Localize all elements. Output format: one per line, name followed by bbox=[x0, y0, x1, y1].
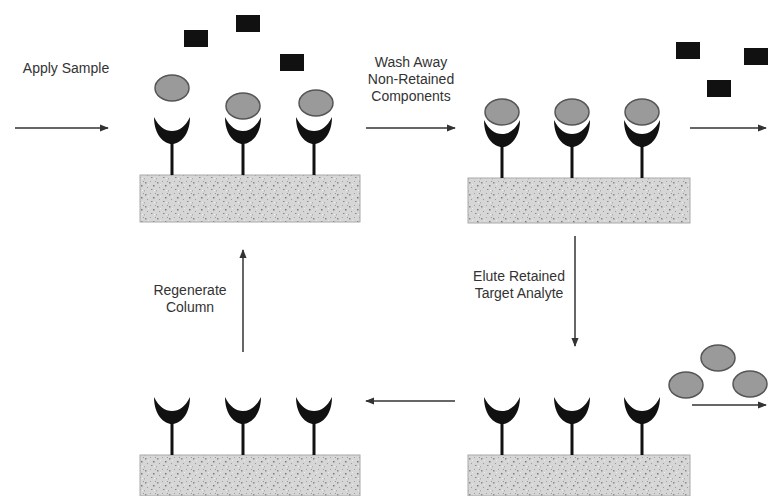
ligand bbox=[225, 397, 261, 455]
target-analyte bbox=[625, 99, 659, 125]
ligand bbox=[554, 397, 590, 455]
target-analyte bbox=[669, 372, 703, 398]
ligand bbox=[225, 117, 261, 175]
step-label: Regenerate Column bbox=[145, 282, 235, 316]
target-analyte bbox=[701, 345, 735, 371]
support-panel-1 bbox=[140, 15, 360, 222]
target-analyte bbox=[733, 371, 767, 397]
process-arrow bbox=[15, 127, 108, 129]
step-label: Apply Sample bbox=[21, 60, 111, 77]
target-analyte bbox=[555, 99, 589, 125]
contaminant bbox=[236, 15, 260, 32]
ligand bbox=[154, 117, 190, 175]
support-matrix bbox=[468, 455, 690, 496]
ligand bbox=[154, 397, 190, 455]
contaminant bbox=[280, 54, 304, 71]
ligand bbox=[624, 120, 660, 178]
ligand bbox=[296, 397, 332, 455]
process-arrow bbox=[366, 127, 455, 129]
target-analyte bbox=[226, 93, 260, 119]
process-arrow bbox=[692, 404, 766, 406]
process-arrows bbox=[15, 128, 766, 405]
contaminant bbox=[707, 80, 731, 97]
step-label: Elute Retained Target Analyte bbox=[473, 268, 565, 302]
step-label: Wash Away Non-Retained Components bbox=[361, 54, 461, 105]
target-analyte bbox=[155, 75, 189, 101]
target-analyte bbox=[485, 99, 519, 125]
process-arrow bbox=[366, 400, 455, 402]
ligand bbox=[554, 120, 590, 178]
ligand bbox=[296, 117, 332, 175]
ligand bbox=[484, 120, 520, 178]
support-panel-3 bbox=[468, 345, 767, 496]
target-analyte bbox=[299, 90, 333, 116]
process-arrow bbox=[690, 127, 766, 129]
ligand bbox=[484, 397, 520, 455]
support-panel-2 bbox=[468, 42, 768, 223]
contaminant bbox=[744, 48, 768, 65]
process-arrow bbox=[242, 250, 244, 352]
support-panel-4 bbox=[140, 397, 360, 496]
support-matrix bbox=[468, 178, 690, 223]
contaminant bbox=[676, 42, 700, 59]
support-matrix bbox=[140, 175, 360, 222]
ligand bbox=[624, 397, 660, 455]
process-arrow bbox=[574, 236, 576, 346]
contaminant bbox=[184, 30, 208, 47]
support-matrix bbox=[140, 455, 360, 496]
